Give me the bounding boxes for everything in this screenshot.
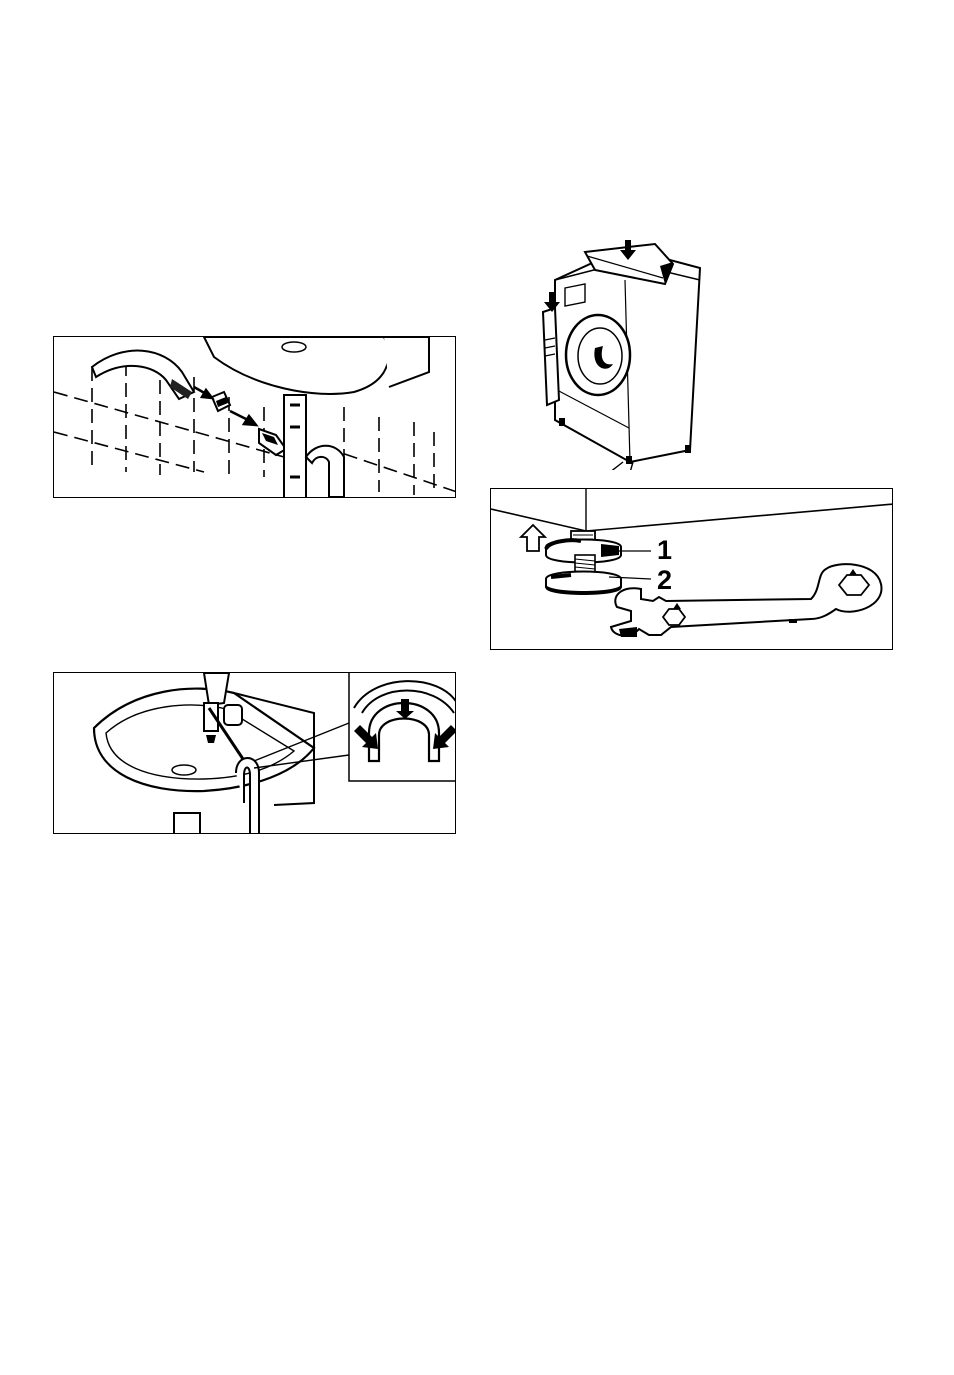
rotate-arrow-icon bbox=[521, 525, 545, 551]
figure-hose-connection bbox=[53, 336, 456, 498]
hose-nut-icon bbox=[212, 392, 230, 411]
callout-2: 2 bbox=[657, 567, 672, 594]
hose-connection-illustration bbox=[54, 337, 456, 498]
hose-guide-icon bbox=[354, 681, 456, 761]
drain-hose-illustration bbox=[54, 673, 456, 834]
levelling-feet-illustration bbox=[491, 489, 893, 650]
figure-drain-hose-basin bbox=[53, 672, 456, 834]
wash-basin-icon bbox=[204, 337, 429, 394]
washing-machine-icon bbox=[525, 240, 725, 470]
spanner-icon bbox=[611, 564, 881, 637]
callout-1: 1 bbox=[657, 537, 672, 564]
inlet-hose-icon bbox=[92, 351, 194, 399]
hose-guide-detail bbox=[349, 673, 456, 781]
figure-levelling-feet: 1 2 bbox=[490, 488, 893, 650]
waste-pipe-icon bbox=[284, 395, 344, 498]
